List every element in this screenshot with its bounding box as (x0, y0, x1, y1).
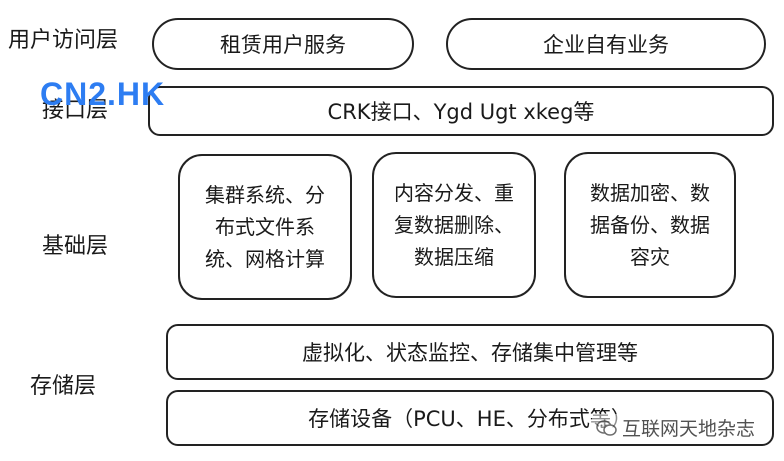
layer-label-foundation: 基础层 (42, 234, 109, 259)
card-content-distribution: 内容分发、重 复数据删除、 数据压缩 (372, 152, 536, 298)
card-line: 统、网格计算 (205, 247, 325, 271)
layer-label-interface: 接口层 (42, 98, 109, 123)
cn2hk-logo: CN2.HK (40, 76, 166, 112)
card-data-encryption: 数据加密、数 据备份、数据 容灾 (564, 152, 736, 298)
box-storage-devices-text: 存储设备（PCU、HE、分布式等） (308, 407, 632, 431)
box-interface: CRK接口、Ygd Ugt xkeg等 (148, 86, 774, 136)
card-line: 数据加密、数 (590, 181, 710, 205)
box-enterprise-business-text: 企业自有业务 (543, 33, 669, 57)
layer-label-user-access: 用户访问层 (8, 28, 119, 53)
box-rental-user-service-text: 租赁用户服务 (220, 33, 346, 57)
card-cluster-systems: 集群系统、分 布式文件系 统、网格计算 (178, 154, 352, 300)
card-line: 集群系统、分 (205, 183, 325, 207)
card-line: 据备份、数据 (590, 213, 710, 237)
card-line: 布式文件系 (215, 215, 315, 239)
card-line: 复数据删除、 (394, 213, 514, 237)
card-line: 数据压缩 (414, 245, 494, 269)
watermark: 互联网天地杂志 (592, 414, 760, 441)
layer-label-storage: 存储层 (30, 374, 97, 399)
box-interface-text: CRK接口、Ygd Ugt xkeg等 (327, 100, 595, 124)
box-virtualization: 虚拟化、状态监控、存储集中管理等 (166, 324, 774, 380)
wechat-icon (596, 419, 617, 436)
card-line: 容灾 (630, 245, 670, 269)
watermark-text: 互联网天地杂志 (622, 418, 756, 440)
box-enterprise-business: 企业自有业务 (446, 18, 766, 70)
box-virtualization-text: 虚拟化、状态监控、存储集中管理等 (302, 341, 638, 365)
card-line: 内容分发、重 (394, 181, 514, 205)
box-rental-user-service: 租赁用户服务 (152, 18, 414, 70)
